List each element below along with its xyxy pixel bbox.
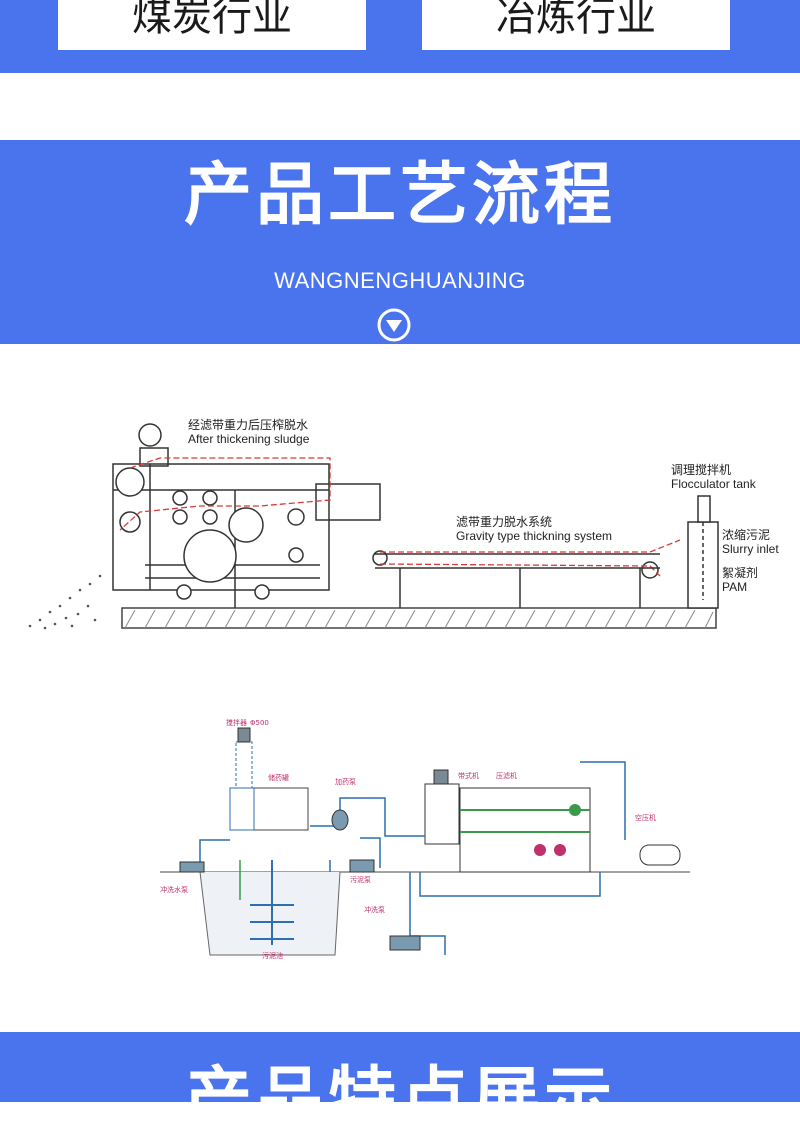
flow-label: 空压机 [635, 813, 656, 822]
section-title: 产品特点展示 [183, 1060, 616, 1139]
industry-card-label: 冶炼行业 [496, 0, 656, 40]
sludge-pit [199, 871, 341, 956]
filter-belt-path [119, 457, 681, 577]
pumps [179, 809, 421, 951]
chevron-down-circle-icon [377, 308, 411, 342]
flow-label: 冲洗泵 [364, 905, 385, 914]
belt-press-machine-diagram: 经滤带重力后压榨脱水 After thickening sludge 滤带重力脱… [28, 417, 779, 630]
industry-card-coal[interactable]: 煤炭行业 [58, 0, 366, 50]
label-slurry-cn: 浓缩污泥 [722, 527, 770, 542]
industry-card-smelting[interactable]: 冶炼行业 [422, 0, 730, 50]
air-compressor [639, 844, 681, 866]
flow-label: 污泥泵 [350, 876, 371, 884]
flow-label: Φ500 [250, 719, 269, 727]
features-section-header: 产品特点展示 [0, 1032, 800, 1134]
label-press-cn: 经滤带重力后压榨脱水 [188, 417, 308, 432]
label-pam-en: PAM [722, 580, 747, 594]
flocculator-tank [687, 495, 719, 609]
process-section-header: 产品工艺流程 WANGNENGHUANJING [0, 140, 800, 344]
press-rollers [115, 423, 659, 600]
label-floc-cn: 调理搅拌机 [671, 462, 731, 477]
flow-label: 搅拌器 [226, 718, 247, 727]
sludge-cake-pile [28, 574, 102, 630]
flow-label: 污泥池 [262, 951, 283, 960]
dosing-tank [229, 727, 309, 831]
gravity-frame [375, 553, 660, 608]
section-title: 产品工艺流程 [183, 156, 616, 235]
label-floc-en: Flocculator tank [671, 477, 757, 491]
label-press-en: After thickening sludge [188, 432, 310, 446]
section-subtitle: WANGNENGHUANJING [274, 268, 526, 293]
flow-label: 储药罐 [268, 773, 289, 782]
belt-press-unit [424, 769, 591, 873]
industry-band: 煤炭行业 冶炼行业 [0, 0, 800, 73]
label-gravity-en: Gravity type thickning system [456, 529, 612, 543]
flow-label: 压滤机 [496, 771, 517, 780]
label-slurry-en: Slurry inlet [722, 542, 779, 556]
industry-card-label: 煤炭行业 [132, 0, 292, 40]
label-pam-cn: 絮凝剂 [722, 565, 758, 580]
flow-label: 带式机 [458, 771, 479, 780]
ground-hatching [124, 609, 714, 629]
flow-label: 冲洗水泵 [160, 885, 188, 894]
label-gravity-cn: 滤带重力脱水系统 [456, 514, 552, 529]
flow-label: 加药泵 [335, 777, 356, 786]
pit-stirrer [250, 860, 294, 945]
process-flow-diagram: 搅拌器 Φ500 储药罐 加药泵 带式机 压滤机 空压机 污泥泵 冲洗水泵 污泥… [160, 718, 690, 960]
